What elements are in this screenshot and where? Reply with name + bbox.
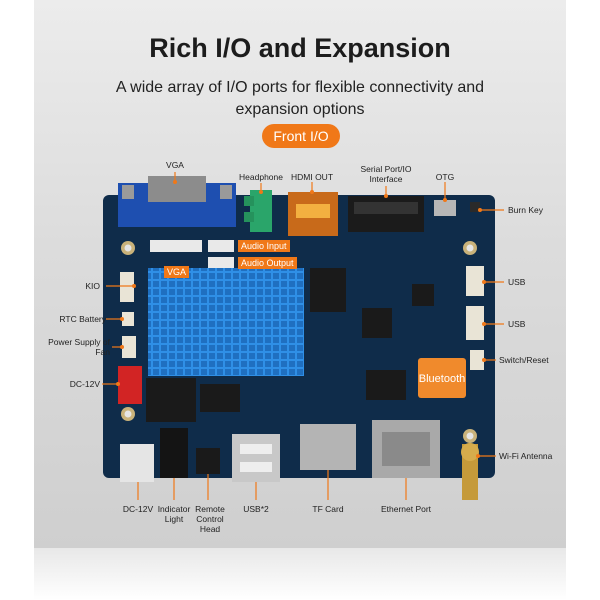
- label-serial: Serial Port/IO Interface: [360, 164, 412, 184]
- fan-header: [122, 336, 136, 358]
- remote-receiver: [196, 448, 220, 474]
- label-usb-1: USB: [508, 277, 526, 287]
- chip: [366, 370, 406, 400]
- label-wifi: Wi-Fi Antenna: [499, 451, 553, 461]
- page-subtitle: A wide array of I/O ports for flexible c…: [115, 79, 485, 118]
- label-fan-power: Power Supply of Fan: [48, 337, 110, 357]
- chip: [310, 268, 346, 312]
- label-usb2: USB*2: [243, 504, 269, 514]
- rtc-header: [122, 312, 134, 326]
- label-dc12-side: DC-12V: [69, 379, 100, 389]
- label-hdmi: HDMI OUT: [290, 172, 334, 182]
- page-title: Rich I/O and Expansion: [149, 33, 451, 63]
- heatsink: [148, 268, 304, 376]
- label-burn-key: Burn Key: [508, 205, 543, 215]
- label-usb-2: USB: [508, 319, 526, 329]
- label-ethernet: Ethernet Port: [380, 504, 432, 514]
- label-tf-card: TF Card: [312, 504, 344, 514]
- bluetooth-chip: [418, 358, 466, 398]
- burn-key: [470, 202, 480, 212]
- chip: [200, 384, 240, 412]
- bluetooth-label: Bluetooth: [418, 373, 466, 385]
- headphone-jack: [250, 190, 272, 232]
- chip: [362, 308, 392, 338]
- dc-barrel: [120, 444, 154, 482]
- chip: [412, 284, 434, 306]
- usb-header: [466, 306, 484, 340]
- label-audio-output: Audio Output: [238, 257, 297, 269]
- label-headphone: Headphone: [239, 172, 283, 182]
- kio-header: [120, 272, 134, 302]
- label-switch-reset: Switch/Reset: [499, 355, 549, 365]
- label-rtc: RTC Battery: [59, 314, 106, 324]
- label-indicator: Indicator Light: [157, 504, 191, 524]
- label-vga-top: VGA: [166, 160, 184, 170]
- label-dc12-bottom: DC-12V: [122, 504, 154, 514]
- switch-header: [470, 350, 484, 370]
- usb-dual-port: [232, 434, 280, 482]
- otg-port: [434, 200, 456, 216]
- indicator-light: [160, 428, 188, 478]
- dc-connector: [118, 366, 142, 404]
- chip: [146, 378, 196, 422]
- label-kio: KIO: [85, 281, 100, 291]
- section-badge: Front I/O: [262, 124, 340, 148]
- label-remote: Remote Control Head: [195, 504, 225, 534]
- label-vga-header: VGA: [164, 266, 190, 278]
- label-audio-input: Audio Input: [238, 240, 290, 252]
- audio-header: [208, 240, 234, 252]
- usb-header: [466, 266, 484, 296]
- tf-card-slot: [300, 424, 356, 470]
- label-otg: OTG: [435, 172, 455, 182]
- background-fade: [34, 548, 566, 600]
- audio-header: [150, 240, 202, 252]
- audio-header: [208, 257, 234, 269]
